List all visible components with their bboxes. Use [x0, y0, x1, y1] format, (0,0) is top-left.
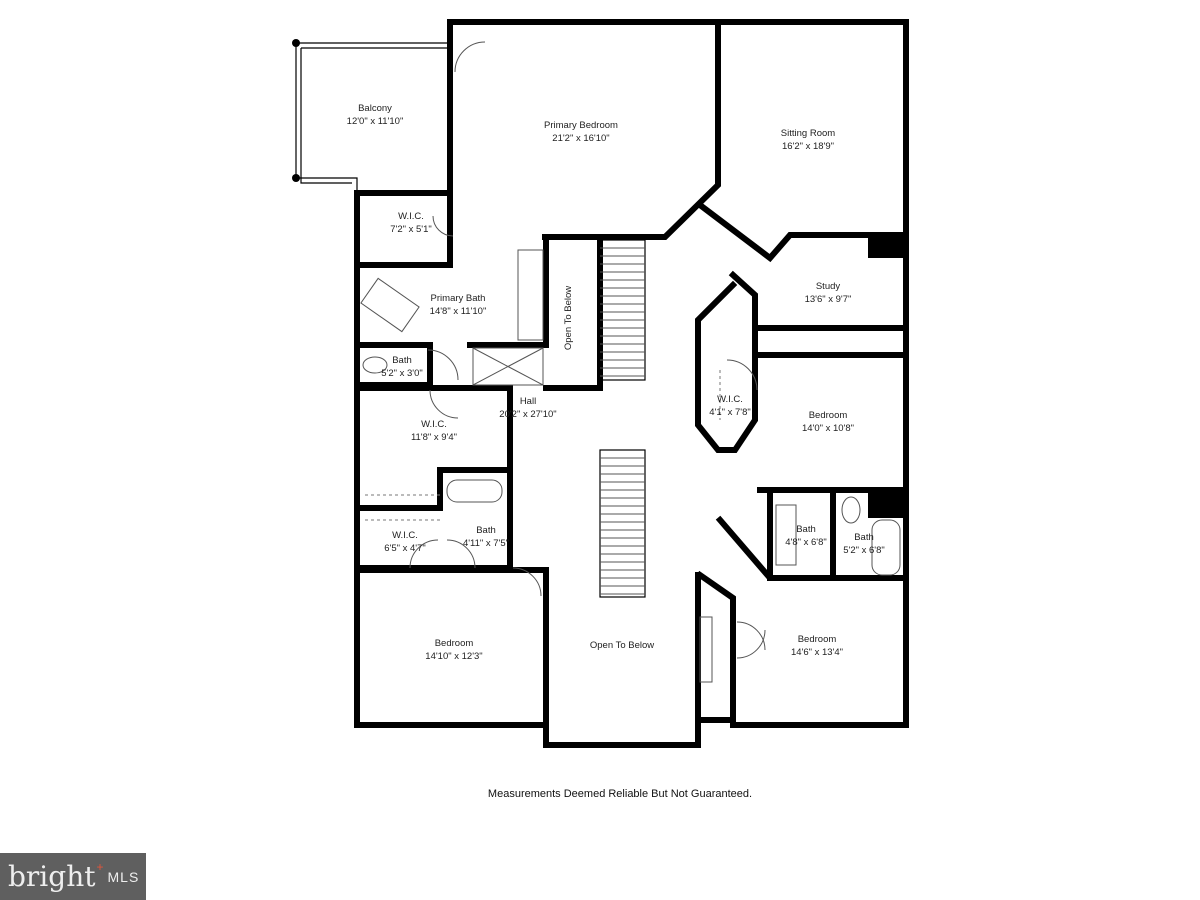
- room-name: W.I.C.: [398, 211, 424, 222]
- room-size: 5'2" x 3'0": [381, 368, 423, 379]
- room-name: Open To Below: [590, 640, 654, 651]
- logo-plus-icon: +: [96, 859, 104, 874]
- room-size: 21'2" x 16'10": [552, 133, 609, 144]
- bathtub-icon: [360, 277, 420, 333]
- logo-brand: bright: [8, 860, 96, 893]
- room-size: 5'2" x 6'8": [843, 545, 885, 556]
- room-name: Balcony: [358, 103, 392, 114]
- room-size: 14'10" x 12'3": [425, 651, 482, 662]
- fixtures: [360, 41, 901, 683]
- room-size: 4'8" x 6'8": [785, 537, 827, 548]
- room-name: Bath: [854, 532, 874, 543]
- room-size: 13'6" x 9'7": [805, 294, 852, 305]
- room-size: 14'6" x 13'4": [791, 647, 843, 658]
- room-size: 11'8" x 9'4": [411, 432, 457, 443]
- logo-suffix: MLS: [107, 868, 140, 885]
- room-name: Bedroom: [809, 410, 848, 421]
- room-name: W.I.C.: [392, 530, 418, 541]
- balcony-railing: [292, 39, 447, 193]
- room-size: 16'2" x 18'9": [782, 141, 834, 152]
- door-swing-icon: [409, 41, 766, 659]
- column-block: [868, 490, 906, 518]
- room-name: Primary Bath: [431, 293, 486, 304]
- room-name: Bedroom: [435, 638, 474, 649]
- room-labels: Balcony 12'0" x 11'10" Primary Bedroom 2…: [347, 103, 885, 662]
- room-name: Hall: [520, 396, 536, 407]
- room-name: Bath: [796, 524, 816, 535]
- bathtub-icon: [871, 519, 901, 576]
- room-size: 14'0" x 10'8": [802, 423, 854, 434]
- room-size: 20'2" x 27'10": [499, 409, 556, 420]
- vanity-icon: [517, 249, 544, 341]
- shower-icon: [472, 347, 544, 386]
- toilet-icon: [841, 496, 861, 524]
- disclaimer-text: Measurements Deemed Reliable But Not Gua…: [487, 788, 753, 800]
- room-size: 4'1" x 7'8": [709, 407, 751, 418]
- shelf-icon: [699, 616, 713, 683]
- bathtub-icon: [446, 479, 503, 503]
- toilet-icon: [362, 356, 388, 374]
- interior-walls: [354, 19, 909, 728]
- room-size: 14'8" x 11'10": [430, 306, 487, 317]
- room-name: W.I.C.: [421, 419, 447, 430]
- staircase: [599, 239, 646, 598]
- vanity-icon: [775, 504, 797, 566]
- room-name: Bath: [392, 355, 412, 366]
- bright-mls-logo: bright + MLS: [0, 853, 146, 900]
- exterior-walls: [354, 19, 909, 748]
- room-name: Study: [816, 281, 841, 292]
- room-name: Bedroom: [798, 634, 837, 645]
- room-name: Bath: [476, 525, 496, 536]
- room-name: W.I.C.: [717, 394, 743, 405]
- room-size: 6'5" x 4'7": [384, 543, 426, 554]
- column-block: [868, 233, 906, 258]
- room-name: Open To Below: [563, 286, 574, 350]
- room-size: 7'2" x 5'1": [390, 224, 432, 235]
- room-name: Sitting Room: [781, 128, 835, 139]
- room-size: 4'11" x 7'5": [463, 538, 509, 549]
- room-size: 12'0" x 11'10": [347, 116, 404, 127]
- room-name: Primary Bedroom: [544, 120, 618, 131]
